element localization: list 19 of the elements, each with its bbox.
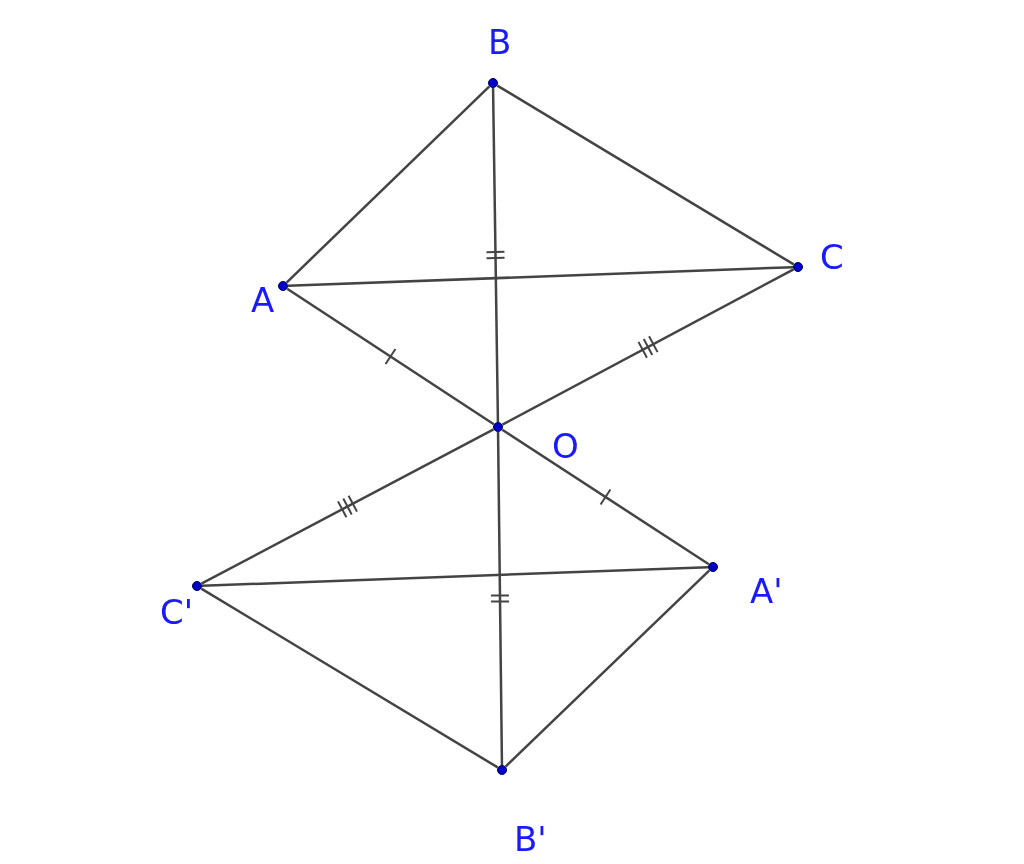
line-segment <box>496 84 795 266</box>
line-segment <box>286 287 495 426</box>
line-segment <box>287 265 794 288</box>
line-segment <box>285 85 491 284</box>
point-label: B <box>488 24 512 60</box>
line-segment <box>201 565 709 588</box>
line-segment <box>501 268 795 426</box>
line-segment <box>504 569 711 768</box>
line-segment <box>200 428 495 585</box>
point-label: C' <box>160 594 194 630</box>
point-label: O <box>552 428 579 464</box>
point-label: A' <box>750 573 783 609</box>
point-label: A <box>251 282 275 318</box>
line-segment <box>501 428 710 566</box>
line-segment <box>200 587 499 769</box>
point-label: C <box>820 239 844 275</box>
line-segment <box>496 432 504 765</box>
line-segment <box>491 88 500 422</box>
point-label: B' <box>514 821 547 857</box>
